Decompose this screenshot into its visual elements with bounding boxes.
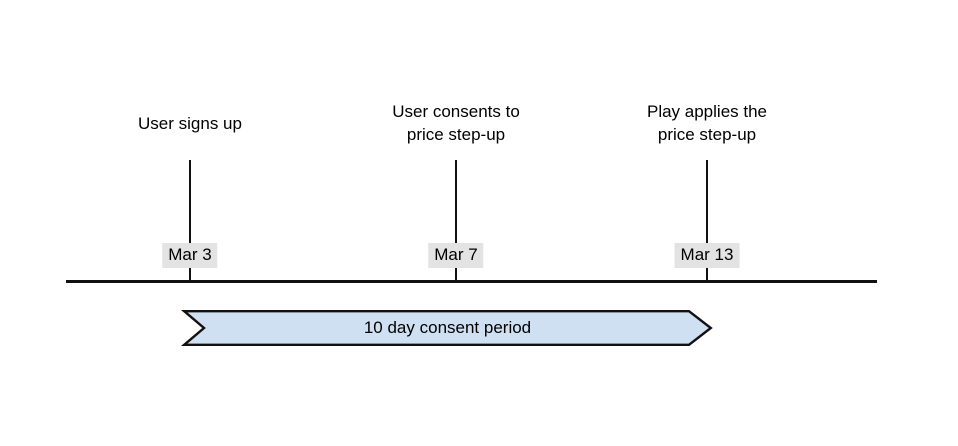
event-tick-line (188, 160, 192, 281)
consent-period-banner-shape (180, 310, 713, 346)
event-tick-line (454, 160, 458, 281)
event-caption: User signs up (138, 114, 242, 133)
event-caption: User consents to price step-up (392, 102, 520, 144)
consent-period-banner: 10 day consent period (180, 310, 713, 346)
chevron-arrow-shape (180, 310, 713, 346)
event-date-chip: Mar 13 (674, 243, 740, 268)
event-caption: Play applies the price step-up (646, 102, 768, 144)
timeline-axis (66, 280, 877, 283)
event-date-chip: Mar 3 (162, 243, 218, 268)
event-date-chip: Mar 7 (428, 243, 484, 268)
event-tick-line (705, 160, 709, 281)
